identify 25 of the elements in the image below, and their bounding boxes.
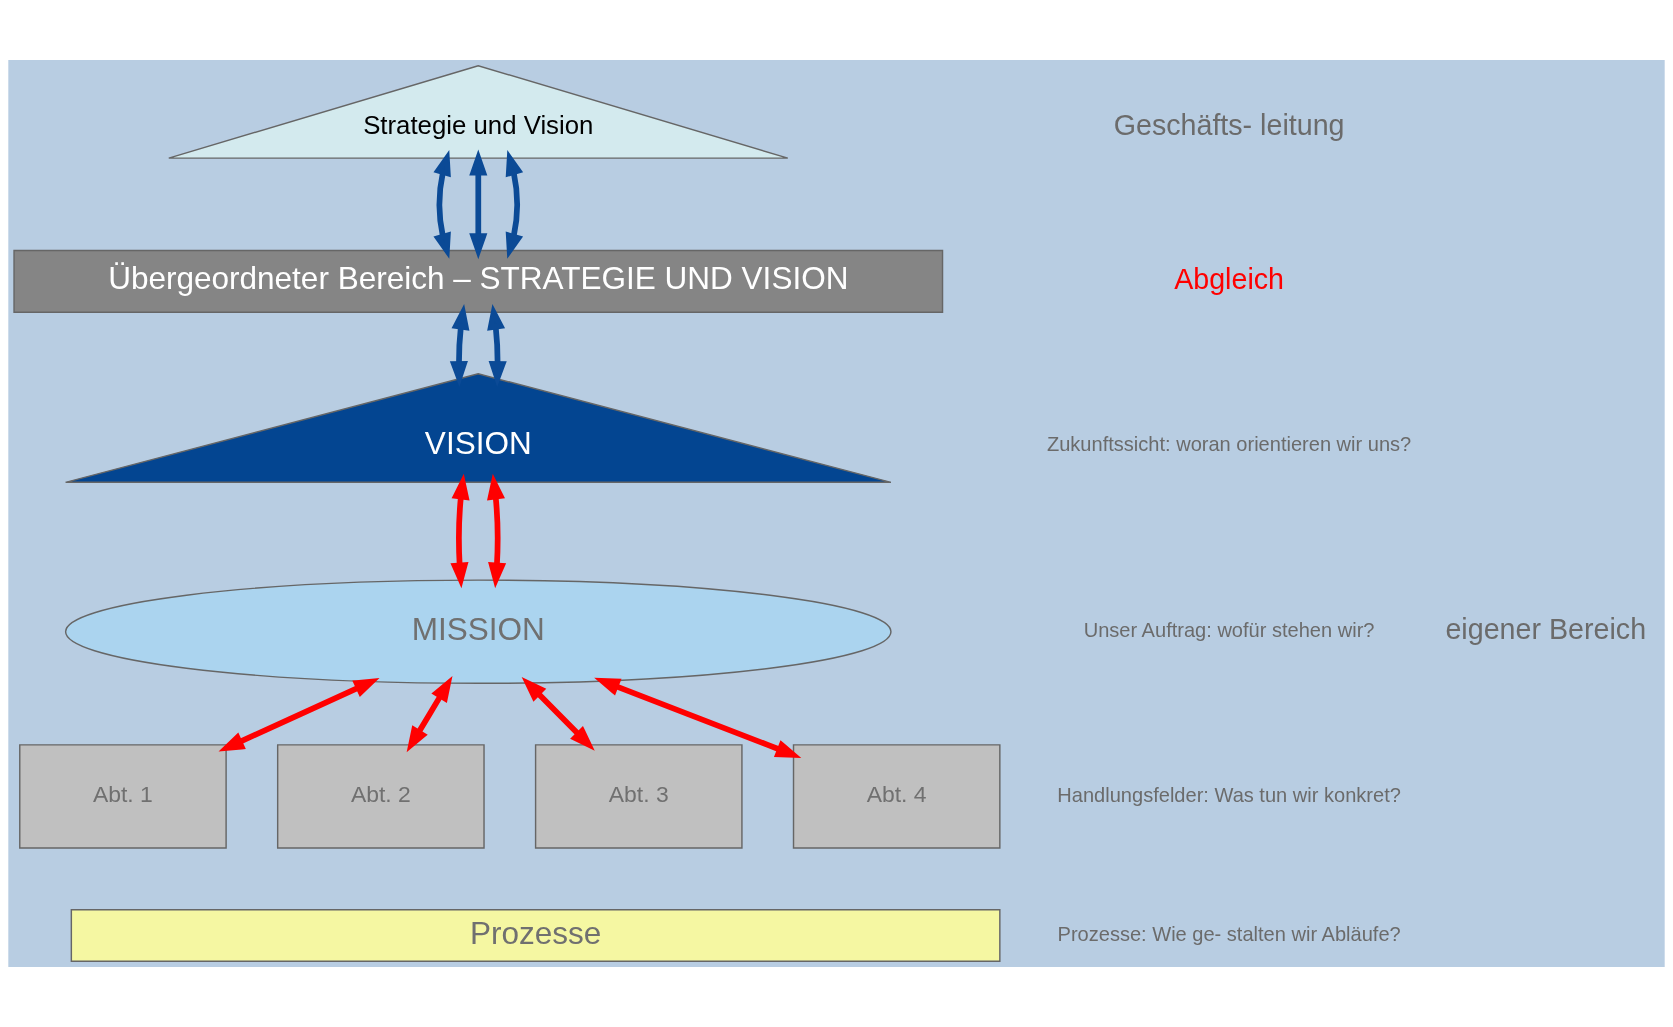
arrow [450,473,470,589]
node-box: Abt. 4 [792,744,1001,849]
label: Geschäfts- leitung [1113,108,1345,141]
node-box: Übergeordneter Bereich – STRATEGIE UND VISION [13,249,944,313]
node-ellipse: MISSION [64,579,892,684]
arrow [521,676,595,751]
label: Zukunftssicht: woran orientieren wir uns? [1046,433,1412,456]
label: eigener Bereich [1445,612,1647,645]
arrow [406,676,453,753]
label: Unser Auftrag: wofür stehen wir? [1083,619,1375,642]
arrow [487,303,507,387]
node-box: Abt. 1 [19,744,227,849]
arrow [469,149,488,260]
arrow [449,303,470,387]
arrow [505,149,524,259]
node-box: Abt. 3 [534,744,743,849]
arrow [594,677,802,758]
node-box: Prozesse [70,908,1001,962]
label: Prozesse: Wie ge- stalten wir Abläufe? [1057,922,1401,945]
arrow [218,678,380,752]
node-box: Abt. 2 [276,744,485,849]
arrow [433,149,451,259]
label: Abgleich [1174,262,1285,295]
label: Handlungsfelder: Was tun wir konkret? [1057,783,1401,806]
arrow [487,473,507,589]
